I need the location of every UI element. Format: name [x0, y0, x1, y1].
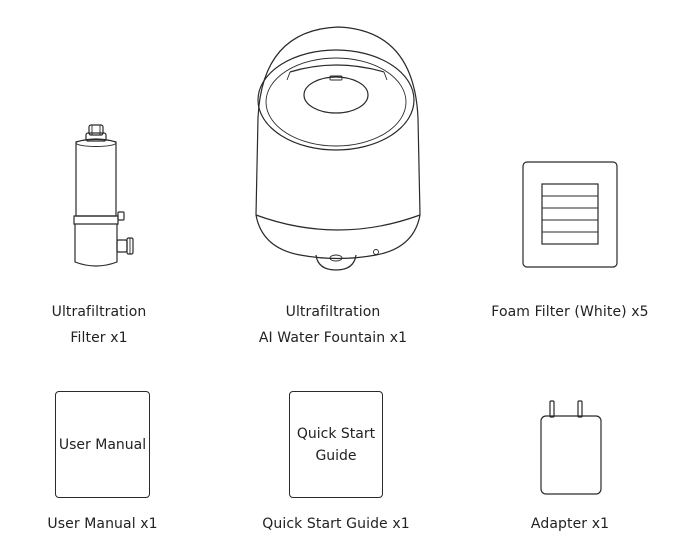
user-manual-booklet: User Manual: [55, 391, 150, 498]
caption-line-2: Filter x1: [70, 330, 128, 346]
adapter-caption: Adapter x1: [530, 516, 610, 532]
ultrafiltration-filter-caption: Ultrafiltration Filter x1: [20, 299, 178, 351]
caption-line-1: Ultrafiltration: [285, 304, 381, 320]
quick-start-cover-line-1: Quick Start: [296, 425, 376, 442]
user-manual-caption: User Manual x1: [47, 516, 158, 532]
caption-line-1: Ultrafiltration: [51, 304, 147, 320]
quick-start-guide-booklet: Quick Start Guide: [289, 391, 383, 498]
quick-start-guide-caption: Quick Start Guide x1: [262, 516, 410, 532]
quick-start-cover-line-2: Guide: [315, 447, 357, 464]
caption-line-2: AI Water Fountain x1: [258, 330, 408, 346]
foam-filter-caption: Foam Filter (White) x5: [491, 304, 649, 320]
user-manual-cover-text: User Manual: [58, 436, 147, 453]
water-fountain-caption: Ultrafiltration AI Water Fountain x1: [240, 299, 426, 351]
